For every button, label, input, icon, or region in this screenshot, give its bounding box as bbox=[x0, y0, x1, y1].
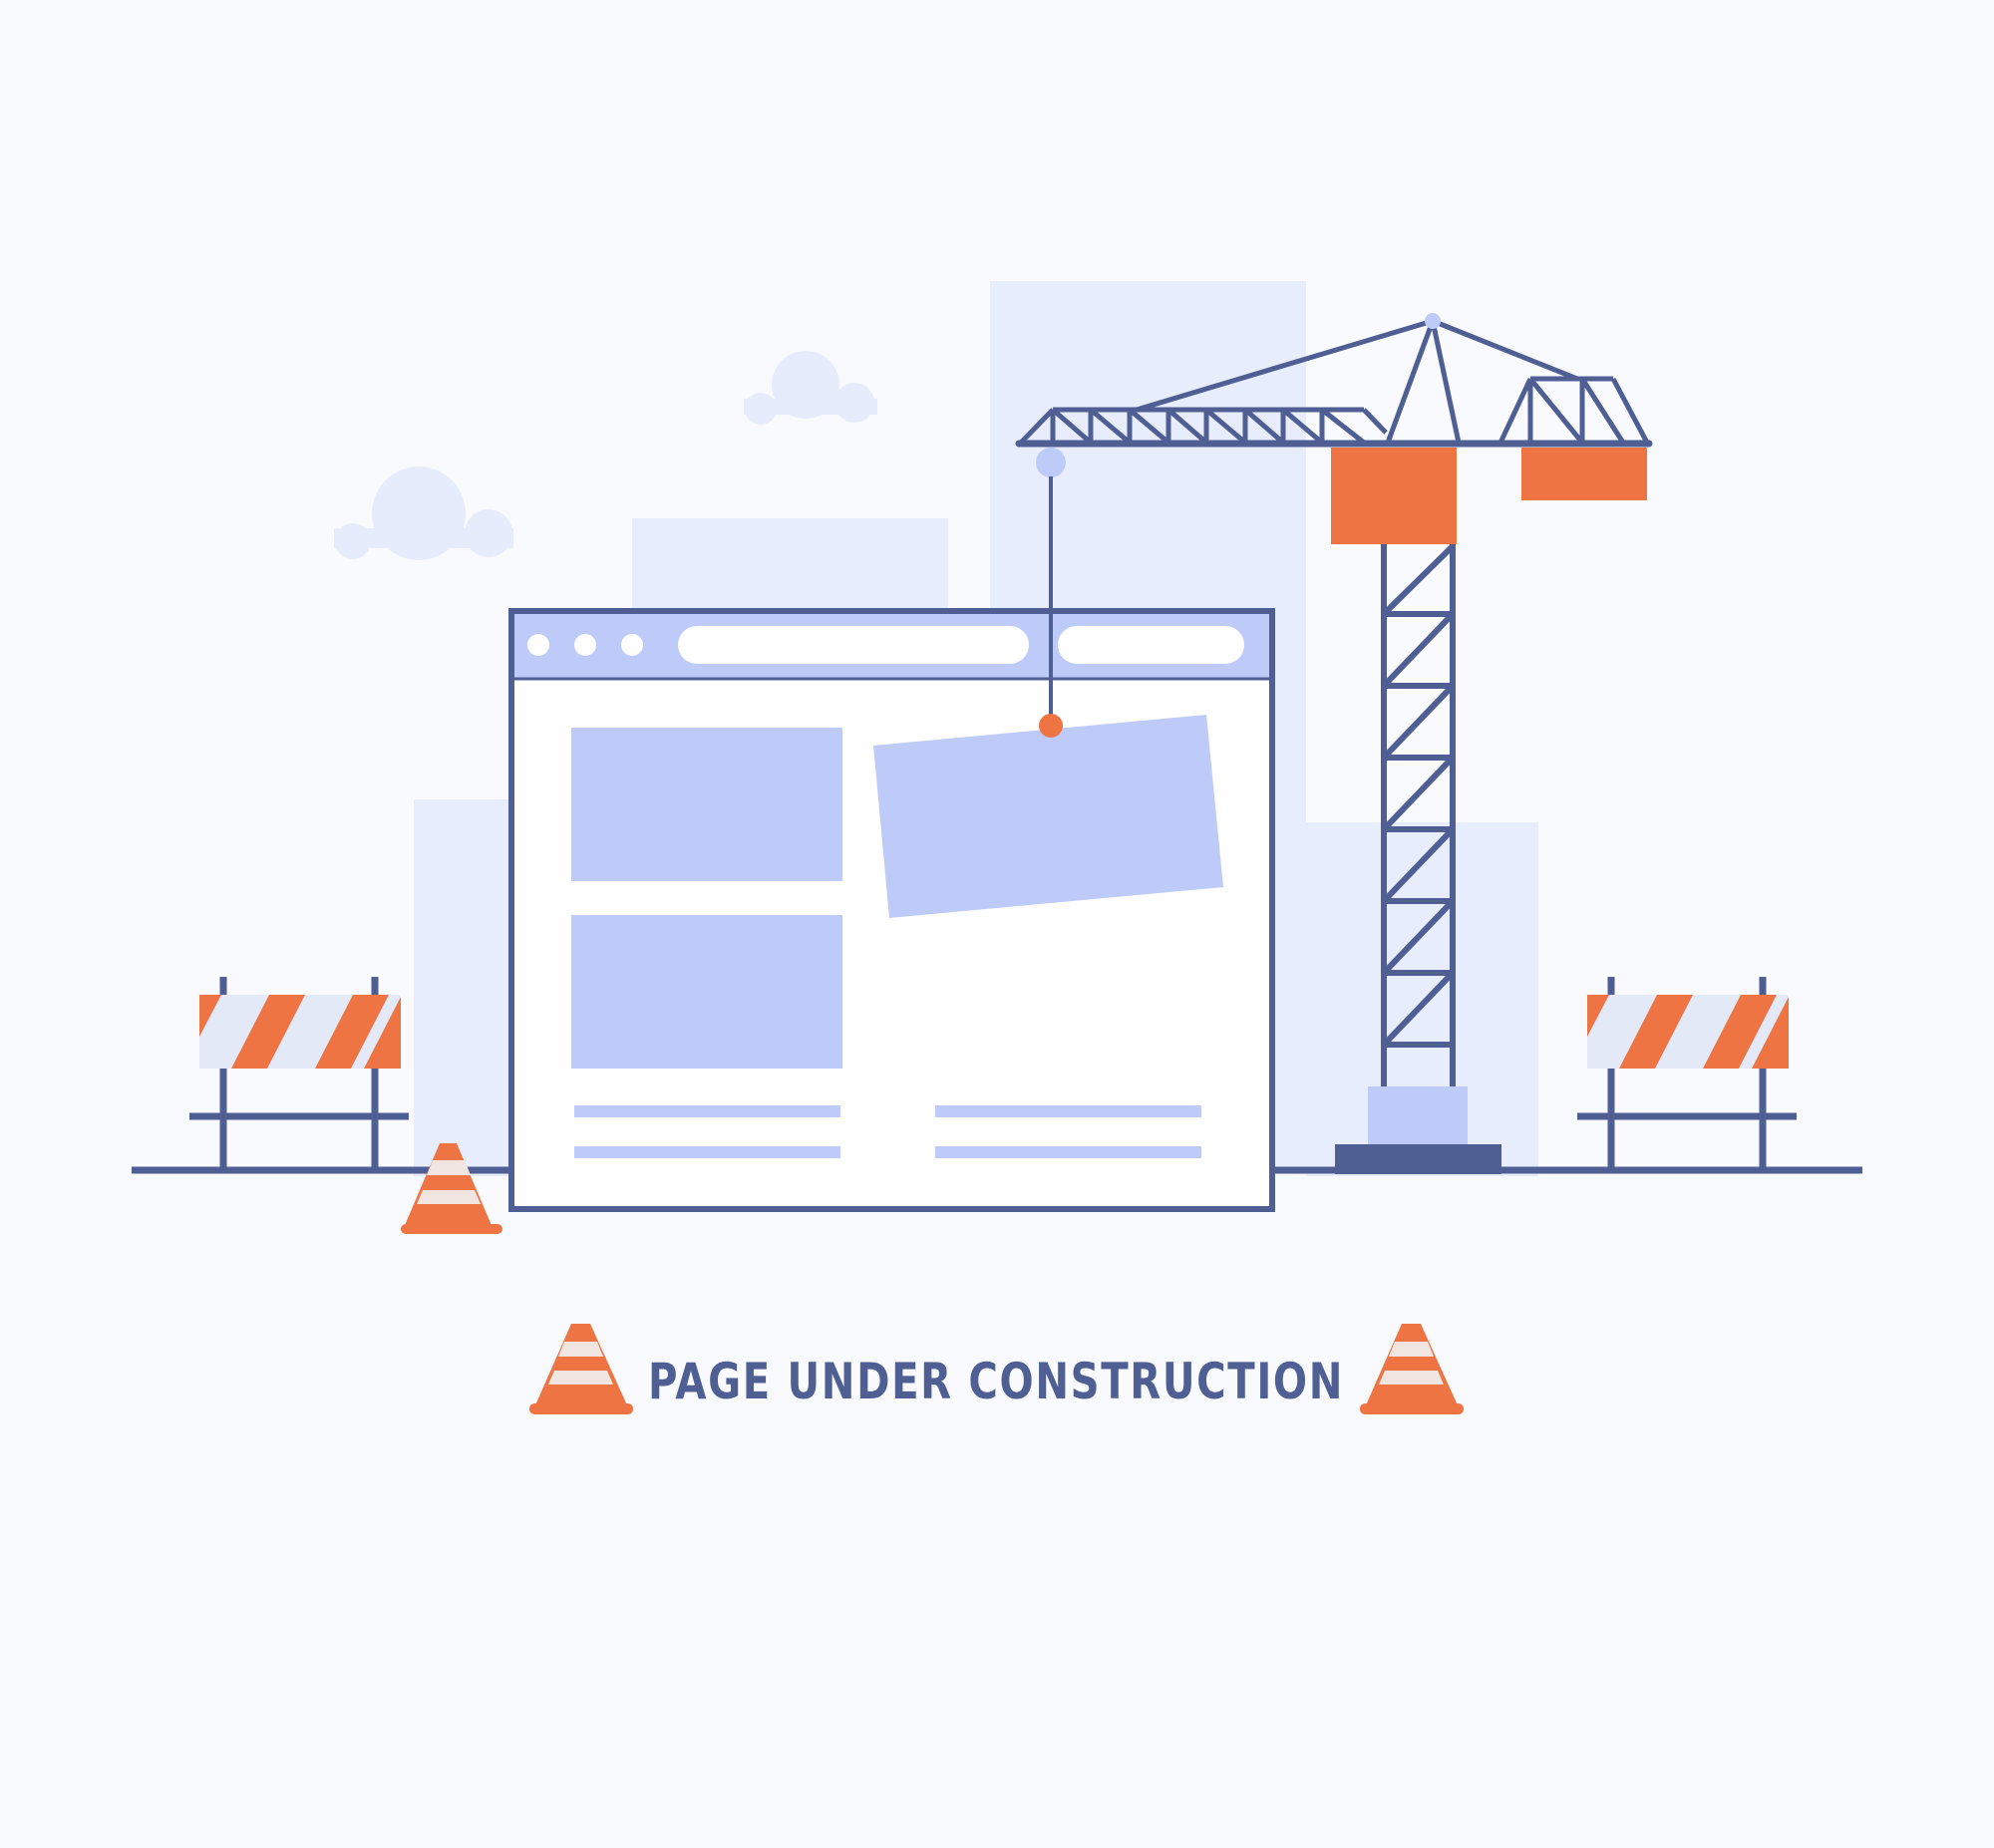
content-block bbox=[571, 915, 842, 1069]
traffic-cone-icon bbox=[1360, 1324, 1464, 1414]
crane-counterweight bbox=[1521, 448, 1647, 500]
window-dot bbox=[527, 634, 549, 656]
text-line bbox=[935, 1146, 1201, 1158]
tower-crane-icon bbox=[1015, 313, 1653, 1174]
page-under-construction-caption: PAGE UNDER CONSTRUCTION bbox=[648, 1353, 1344, 1410]
hanging-content-block bbox=[873, 715, 1223, 918]
text-line bbox=[574, 1105, 840, 1117]
cloud-icon bbox=[744, 351, 877, 425]
crane-hook bbox=[1039, 714, 1063, 738]
crane-cab bbox=[1331, 448, 1457, 544]
traffic-cone-icon bbox=[401, 1143, 502, 1234]
search-bar bbox=[1058, 626, 1244, 664]
browser-window-icon bbox=[508, 608, 1275, 1212]
content-block bbox=[571, 728, 842, 881]
text-line bbox=[935, 1105, 1201, 1117]
text-line bbox=[574, 1146, 840, 1158]
cloud-icon bbox=[334, 466, 513, 560]
road-barrier-icon bbox=[1577, 977, 1797, 1168]
road-barrier-icon bbox=[189, 977, 409, 1168]
window-dot bbox=[574, 634, 596, 656]
window-dot bbox=[621, 634, 643, 656]
address-bar bbox=[678, 626, 1029, 664]
traffic-cone-icon bbox=[529, 1324, 633, 1414]
